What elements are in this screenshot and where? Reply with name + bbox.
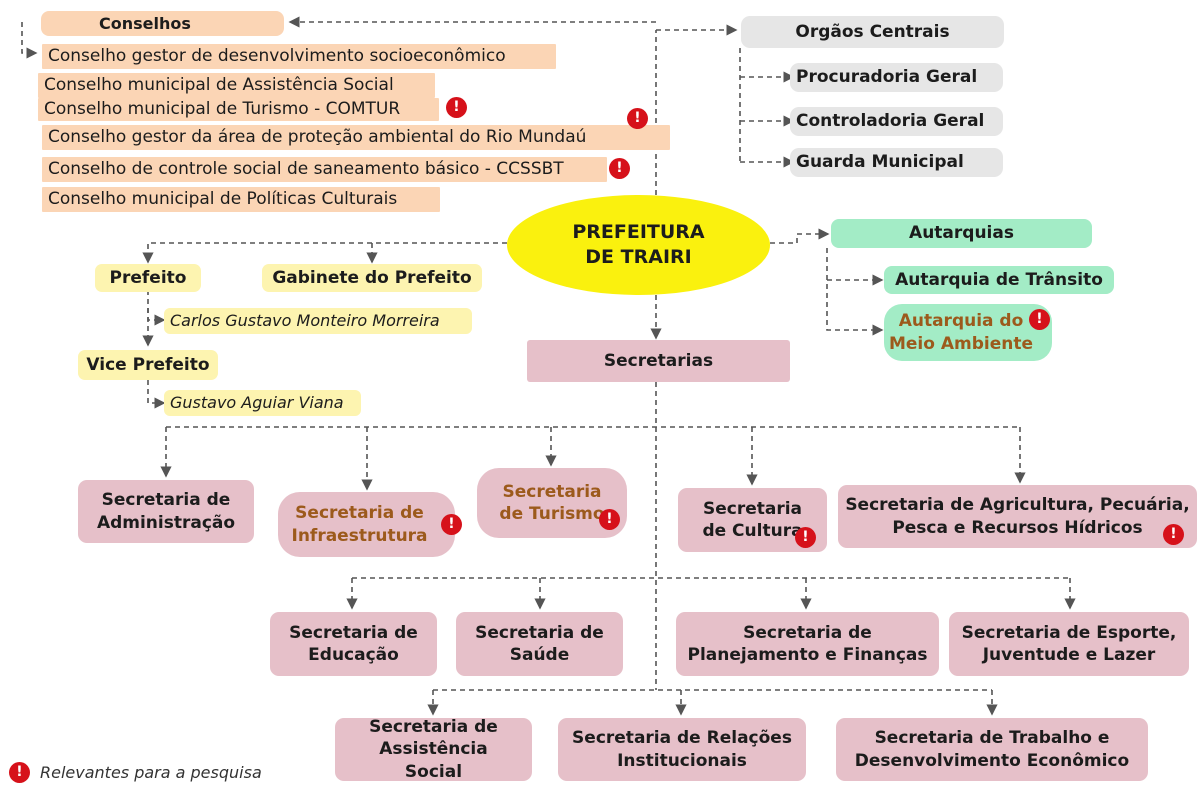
secretarias-title: Secretarias	[527, 340, 790, 382]
relevant-alert-icon: !	[609, 158, 630, 179]
prefeito-box: Prefeito	[95, 264, 201, 292]
orgao-item: Controladoria Geral	[790, 107, 1003, 136]
relevant-alert-icon: !	[446, 97, 467, 118]
vice-prefeito-name: Gustavo Aguiar Viana	[164, 390, 361, 416]
secretaria-label: Secretaria de Cultura	[702, 498, 803, 541]
secretaria-infraestrutura: Secretaria de Infraestrutura	[278, 492, 455, 557]
conselhos-title: Conselhos	[41, 11, 284, 36]
vice-prefeito-box: Vice Prefeito	[78, 350, 218, 380]
autarquia-item: Autarquia de Trânsito	[884, 266, 1114, 294]
secretaria-agricultura: Secretaria de Agricultura, Pecuária, Pes…	[838, 485, 1197, 548]
relevant-alert-icon: !	[441, 514, 462, 535]
orgao-item: Procuradoria Geral	[790, 63, 1003, 92]
secretaria-trabalho: Secretaria de Trabalho e Desenvolvimento…	[836, 718, 1148, 781]
relevant-alert-icon: !	[627, 108, 648, 129]
conselho-item: Conselho municipal de Turismo - COMTUR	[38, 98, 439, 121]
legend-text: Relevantes para a pesquisa	[40, 763, 262, 782]
gabinete-box: Gabinete do Prefeito	[262, 264, 482, 292]
legend-alert-icon: !	[9, 762, 30, 783]
conselho-item: Conselho gestor da área de proteção ambi…	[42, 125, 670, 150]
secretaria-label: Secretaria de Turismo	[499, 481, 605, 524]
autarquia-label: Autarquia do Meio Ambiente	[888, 311, 1034, 354]
secretaria-planejamento: Secretaria de Planejamento e Finanças	[676, 612, 939, 676]
relevant-alert-icon: !	[1029, 309, 1050, 330]
conselho-item: Conselho municipal de Assistência Social	[38, 73, 435, 98]
secretaria-assistencia-social: Secretaria de Assistência Social	[335, 717, 532, 782]
conselho-item: Conselho gestor de desenvolvimento socio…	[42, 44, 556, 69]
autarquias-title: Autarquias	[831, 219, 1092, 248]
relevant-alert-icon: !	[795, 527, 816, 548]
root-node: PREFEITURA DE TRAIRI	[507, 195, 770, 295]
secretaria-esporte: Secretaria de Esporte, Juventude e Lazer	[949, 612, 1189, 676]
secretaria-educacao: Secretaria de Educação	[270, 612, 437, 676]
conselho-item: Conselho de controle social de saneament…	[42, 157, 607, 182]
secretaria-relacoes-institucionais: Secretaria de Relações Institucionais	[558, 718, 806, 781]
conselho-item: Conselho municipal de Políticas Culturai…	[42, 187, 440, 212]
secretaria-label: Secretaria de Infraestrutura	[291, 503, 428, 546]
orgao-item: Guarda Municipal	[790, 148, 1003, 177]
relevant-alert-icon: !	[1163, 524, 1184, 545]
prefeito-name: Carlos Gustavo Monteiro Morreira	[164, 308, 472, 334]
secretaria-saude: Secretaria de Saúde	[456, 612, 623, 676]
relevant-alert-icon: !	[599, 509, 620, 530]
autarquia-item: Autarquia do Meio Ambiente	[884, 304, 1052, 361]
secretaria-label: Secretaria de Agricultura, Pecuária, Pes…	[845, 495, 1190, 538]
secretaria-administracao: Secretaria de Administração	[78, 480, 254, 543]
orgaos-title: Orgãos Centrais	[741, 16, 1004, 48]
